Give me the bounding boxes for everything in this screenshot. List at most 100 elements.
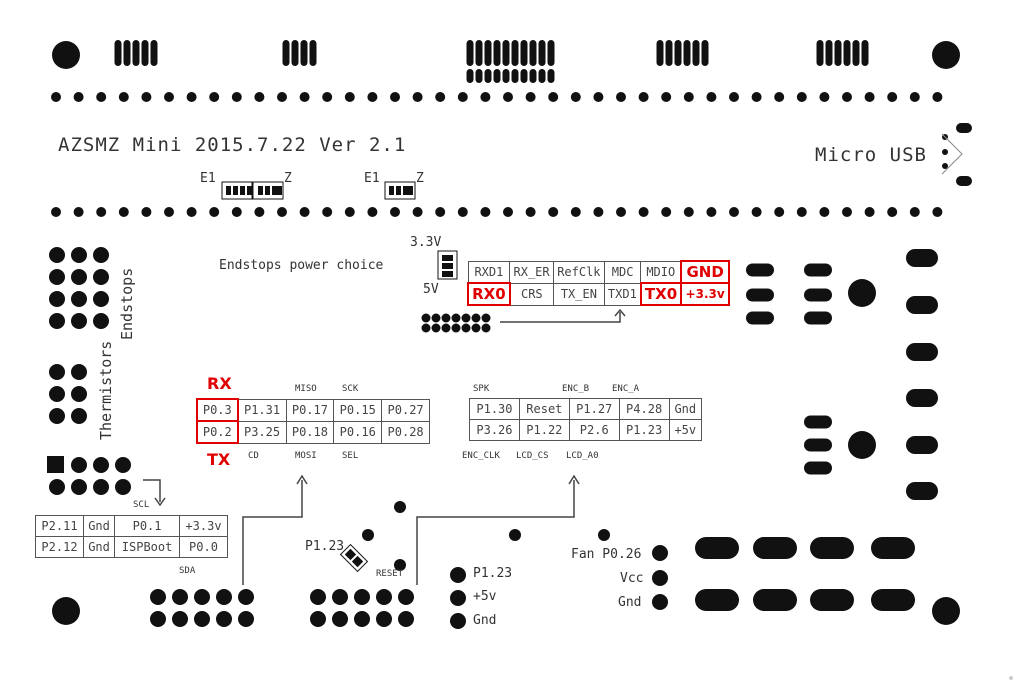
header-pad [150, 40, 158, 66]
corner-mark [1009, 676, 1013, 680]
jumper-pin [442, 255, 453, 261]
header-pad [132, 40, 140, 66]
large-pad [753, 537, 797, 559]
ethernet-pin: TX_EN [552, 282, 605, 306]
ethernet-pin [481, 313, 491, 323]
pin-pad [819, 92, 830, 102]
header-pad [466, 40, 474, 66]
exp1-pin: P0.15 [333, 398, 383, 422]
ethernet-pin: MDIO [640, 260, 682, 284]
exp1-header-pin [194, 589, 210, 605]
header-pad [683, 40, 691, 66]
i2c-pin: ISPBoot [114, 536, 180, 558]
endstop-pin [49, 247, 65, 263]
header-pad [114, 40, 122, 66]
i2c-pin: Gnd [82, 515, 116, 537]
i2c-pin: P0.0 [178, 536, 229, 558]
reset-label: RESET [376, 569, 404, 579]
exp2-header-pin [376, 589, 392, 605]
pin-pad [412, 207, 423, 217]
header-pad [466, 69, 474, 83]
header-pad [502, 69, 510, 83]
endstop-pin [71, 313, 87, 329]
pin-pad [652, 594, 668, 610]
large-pad [753, 589, 797, 611]
ethernet-pin [451, 313, 461, 323]
pin-pad [774, 92, 785, 102]
pin-pad [141, 92, 152, 102]
exp1-pin: P0.27 [381, 398, 430, 422]
exp2-enc-clk-label: ENC_CLK [462, 451, 500, 461]
header-pad [825, 40, 833, 66]
pin-pad [344, 207, 355, 217]
header-pad [701, 40, 709, 66]
jumper-pin [272, 186, 277, 195]
pin-pad [480, 92, 491, 102]
thermistor-pin [71, 364, 87, 380]
large-pad [906, 389, 938, 407]
z-label-left: Z [284, 171, 292, 186]
pin-pad [231, 92, 242, 102]
exp2-header-pin [398, 611, 414, 627]
pin-pad [390, 92, 400, 102]
ethernet-arrow-line [500, 312, 621, 323]
pin-pad [661, 92, 672, 102]
ethernet-pin [431, 313, 441, 323]
header-pad [816, 40, 824, 66]
sda-label: SDA [179, 566, 196, 576]
header-pad [484, 40, 492, 66]
exp1-cd-label: CD [248, 451, 259, 461]
jumper-pin [403, 186, 408, 195]
header-pad [511, 69, 519, 83]
endstop-pin [93, 313, 109, 329]
exp2-spk-label: SPK [473, 384, 490, 394]
thermistor-pin [49, 386, 65, 402]
pin-pad [932, 92, 943, 102]
ethernet-pin [441, 313, 451, 323]
ethernet-pin [461, 313, 471, 323]
p123-jumper-label: P1.23 [305, 539, 345, 554]
ethernet-pin: RXD1 [467, 260, 511, 284]
ethernet-pin-table: RXD1 RX_ER RefClk MDC MDIO GND RX0 CRS T… [467, 260, 730, 306]
mounting-hole [932, 597, 960, 625]
jumper-pin [240, 186, 245, 195]
pin-pad [842, 92, 852, 102]
jumper-pin [265, 186, 270, 195]
pin-pad [367, 92, 378, 102]
p123-jumper [339, 543, 369, 573]
exp2-header-pin [332, 589, 348, 605]
large-pad [906, 436, 938, 454]
ethernet-pin: TXD1 [603, 282, 642, 306]
ethernet-pin: TX0 [639, 282, 683, 306]
header-pad [834, 40, 842, 66]
bottom-pin-label: +5v [473, 589, 497, 604]
ethernet-pin: CRS [509, 282, 554, 306]
scl-arrow-line [143, 479, 161, 502]
test-pad [598, 529, 610, 541]
exp2-enc-a-label: ENC_A [612, 384, 640, 394]
usb-pad [956, 123, 972, 133]
large-pad [906, 296, 938, 314]
header-pad [547, 40, 555, 66]
scl-label: SCL [133, 500, 150, 510]
pin-pad [186, 92, 197, 102]
pin-pad [548, 92, 559, 102]
jumper-outline [339, 543, 369, 573]
test-pad [362, 529, 374, 541]
thermistors-label: Thermistors [97, 340, 115, 440]
exp2-header-pin [376, 611, 392, 627]
exp2-enc-b-label: ENC_B [562, 384, 590, 394]
pin-pad [570, 92, 581, 102]
header-pad [746, 263, 774, 277]
endstop-pin [49, 313, 65, 329]
ethernet-pin: RX_ER [509, 260, 554, 284]
pin-pad [638, 207, 649, 217]
header-pad [861, 40, 869, 66]
exp2-header-pin [332, 611, 348, 627]
pin-pad [73, 207, 84, 217]
exp1-pin: P1.31 [237, 398, 287, 422]
exp1-header-pin [150, 589, 166, 605]
pin-pad [93, 457, 109, 473]
exp2-pin: P1.22 [518, 419, 570, 441]
